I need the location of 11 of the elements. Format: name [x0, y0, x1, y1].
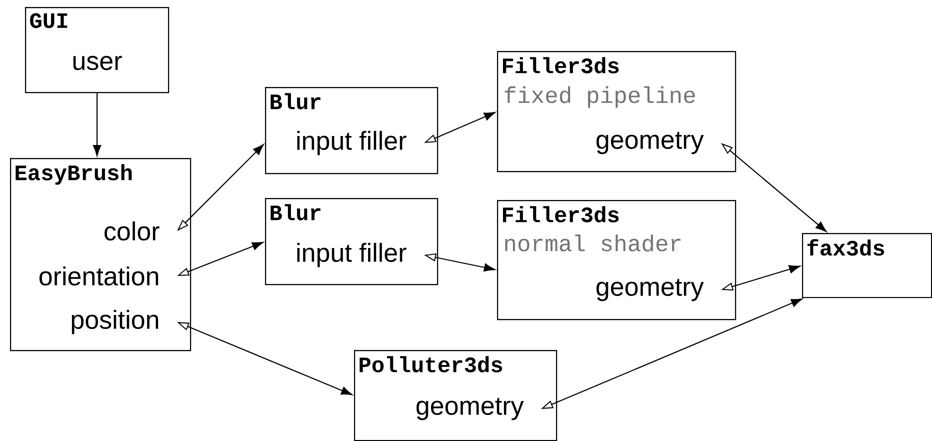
port-label: geometry: [416, 398, 524, 420]
port-label: geometry: [596, 132, 704, 154]
port-label: position: [72, 310, 158, 334]
component-box: GUI user: [25, 7, 170, 94]
port-label: geometry: [596, 278, 704, 302]
port-label: color: [104, 221, 160, 241]
port-label: orientation: [40, 266, 158, 286]
port-label: input filler: [297, 242, 406, 268]
component-box: fax3ds: [802, 232, 932, 298]
arrow: [92, 93, 102, 156]
port-label: input filler: [297, 130, 406, 156]
